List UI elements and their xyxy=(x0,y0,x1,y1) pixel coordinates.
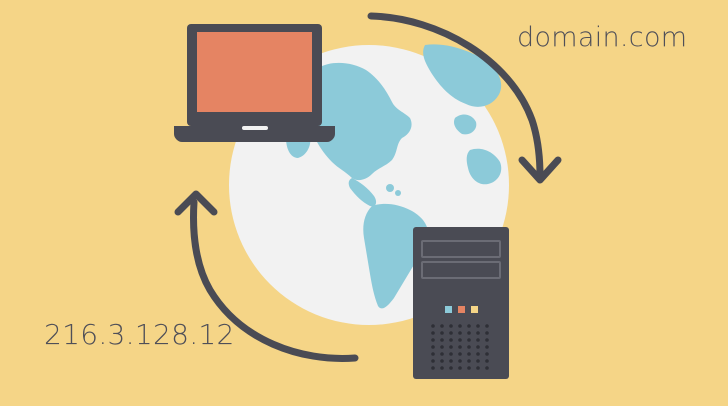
vent-hole xyxy=(485,338,489,342)
vent-hole xyxy=(467,359,471,363)
vent-hole xyxy=(431,331,435,335)
laptop-screen xyxy=(197,32,312,112)
server-drive-bay-1 xyxy=(421,240,501,258)
vent-hole xyxy=(440,352,444,356)
vent-hole xyxy=(449,324,453,328)
vent-hole xyxy=(431,338,435,342)
vent-hole xyxy=(458,352,462,356)
vent-hole xyxy=(467,338,471,342)
vent-hole xyxy=(449,331,453,335)
vent-hole xyxy=(440,366,444,370)
server-vent-grille xyxy=(431,324,489,370)
server-led-yellow xyxy=(471,306,478,313)
laptop-base xyxy=(174,126,335,142)
vent-hole xyxy=(458,331,462,335)
vent-hole xyxy=(449,366,453,370)
vent-hole xyxy=(476,366,480,370)
vent-hole xyxy=(440,324,444,328)
vent-hole xyxy=(485,345,489,349)
vent-hole xyxy=(485,352,489,356)
server-tower-icon xyxy=(413,227,509,379)
arrow-return-icon xyxy=(174,190,359,362)
vent-hole xyxy=(467,366,471,370)
vent-hole xyxy=(449,338,453,342)
vent-hole xyxy=(467,352,471,356)
vent-hole xyxy=(485,366,489,370)
vent-hole xyxy=(431,345,435,349)
vent-hole xyxy=(485,331,489,335)
vent-hole xyxy=(476,359,480,363)
vent-hole xyxy=(485,324,489,328)
vent-hole xyxy=(467,324,471,328)
laptop-icon xyxy=(174,24,335,142)
ip-address-label: 216.3.128.12 xyxy=(44,318,235,351)
vent-hole xyxy=(467,331,471,335)
vent-hole xyxy=(485,359,489,363)
vent-hole xyxy=(476,324,480,328)
domain-name-label: domain.com xyxy=(517,22,688,53)
vent-hole xyxy=(476,338,480,342)
vent-hole xyxy=(458,324,462,328)
laptop-trackpad-notch xyxy=(242,126,268,130)
vent-hole xyxy=(458,366,462,370)
vent-hole xyxy=(431,359,435,363)
vent-hole xyxy=(440,331,444,335)
vent-hole xyxy=(440,359,444,363)
vent-hole xyxy=(476,331,480,335)
vent-hole xyxy=(458,338,462,342)
vent-hole xyxy=(458,359,462,363)
vent-hole xyxy=(440,345,444,349)
vent-hole xyxy=(458,345,462,349)
vent-hole xyxy=(431,324,435,328)
vent-hole xyxy=(431,366,435,370)
vent-hole xyxy=(476,352,480,356)
vent-hole xyxy=(476,345,480,349)
server-led-blue xyxy=(445,306,452,313)
server-led-orange xyxy=(458,306,465,313)
vent-hole xyxy=(449,359,453,363)
vent-hole xyxy=(449,352,453,356)
arrow-clockwise-icon xyxy=(367,12,562,184)
server-case xyxy=(413,227,509,379)
vent-hole xyxy=(449,345,453,349)
server-drive-bay-2 xyxy=(421,261,501,279)
vent-hole xyxy=(431,352,435,356)
vent-hole xyxy=(467,345,471,349)
vent-hole xyxy=(440,338,444,342)
